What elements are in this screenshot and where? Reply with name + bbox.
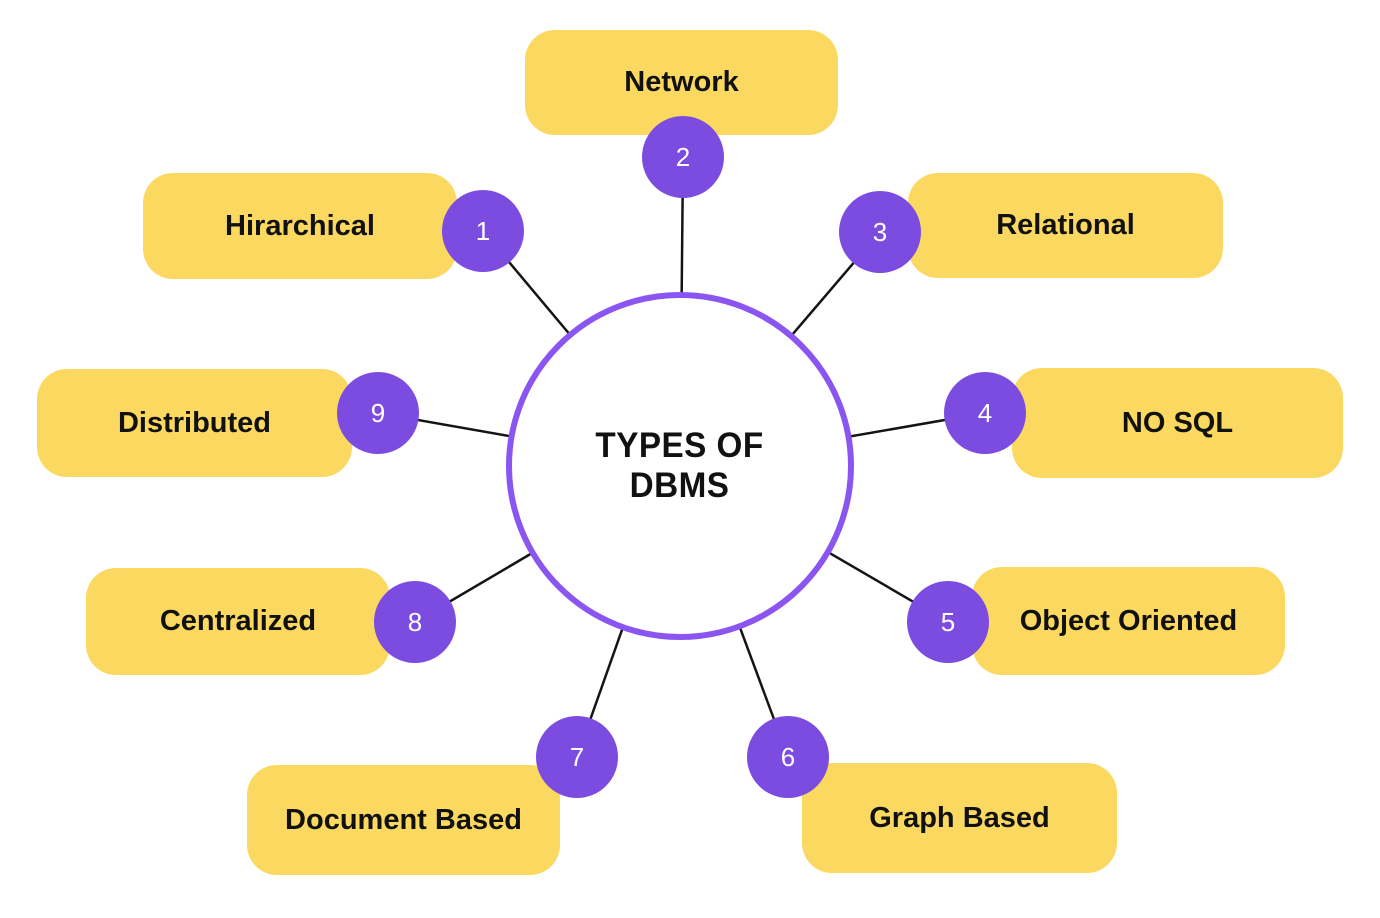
- badge-number: 8: [407, 606, 423, 637]
- node-box-centralized: Centralized: [86, 568, 390, 675]
- node-box-graph-based: Graph Based: [802, 763, 1117, 873]
- badge-number: 4: [977, 397, 993, 428]
- node-number-badge-2: 2: [642, 116, 724, 198]
- node-number-badge-4: 4: [944, 372, 1026, 454]
- center-title-line2: DBMS: [630, 466, 730, 505]
- node-number-badge-3: 3: [839, 191, 921, 273]
- node-box-hirarchical: Hirarchical: [143, 173, 457, 279]
- badge-number: 9: [370, 397, 386, 428]
- node-box-network: Network: [525, 30, 838, 135]
- node-label: NO SQL: [1121, 406, 1234, 439]
- node-label: Hirarchical: [225, 209, 375, 242]
- node-label: Relational: [996, 209, 1135, 241]
- node-label: Graph Based: [869, 801, 1050, 834]
- badge-number: 3: [872, 216, 888, 247]
- badge-number: 1: [475, 215, 491, 246]
- center-title: TYPES OF DBMS: [596, 426, 764, 507]
- node-label: Document Based: [285, 803, 522, 836]
- badge-number: 6: [780, 741, 796, 772]
- badge-number: 7: [569, 741, 585, 772]
- node-number-badge-1: 1: [442, 190, 524, 272]
- node-box-no-sql: NO SQL: [1012, 368, 1343, 478]
- node-number-badge-5: 5: [907, 581, 989, 663]
- node-box-distributed: Distributed: [37, 369, 352, 477]
- node-number-badge-6: 6: [747, 716, 829, 798]
- node-label: Distributed: [117, 406, 272, 439]
- badge-number: 5: [940, 606, 956, 637]
- node-number-badge-8: 8: [374, 581, 456, 663]
- node-box-object-oriented: Object Oriented: [972, 567, 1285, 675]
- node-number-badge-9: 9: [337, 372, 419, 454]
- center-node: TYPES OF DBMS: [506, 292, 854, 640]
- node-label: Network: [624, 66, 739, 98]
- node-box-relational: Relational: [908, 173, 1223, 278]
- node-label: Object Oriented: [1019, 604, 1238, 637]
- node-box-document-based: Document Based: [247, 765, 560, 875]
- badge-number: 2: [675, 141, 691, 172]
- node-number-badge-7: 7: [536, 716, 618, 798]
- center-title-line1: TYPES OF: [595, 425, 765, 465]
- node-label: Centralized: [159, 605, 317, 637]
